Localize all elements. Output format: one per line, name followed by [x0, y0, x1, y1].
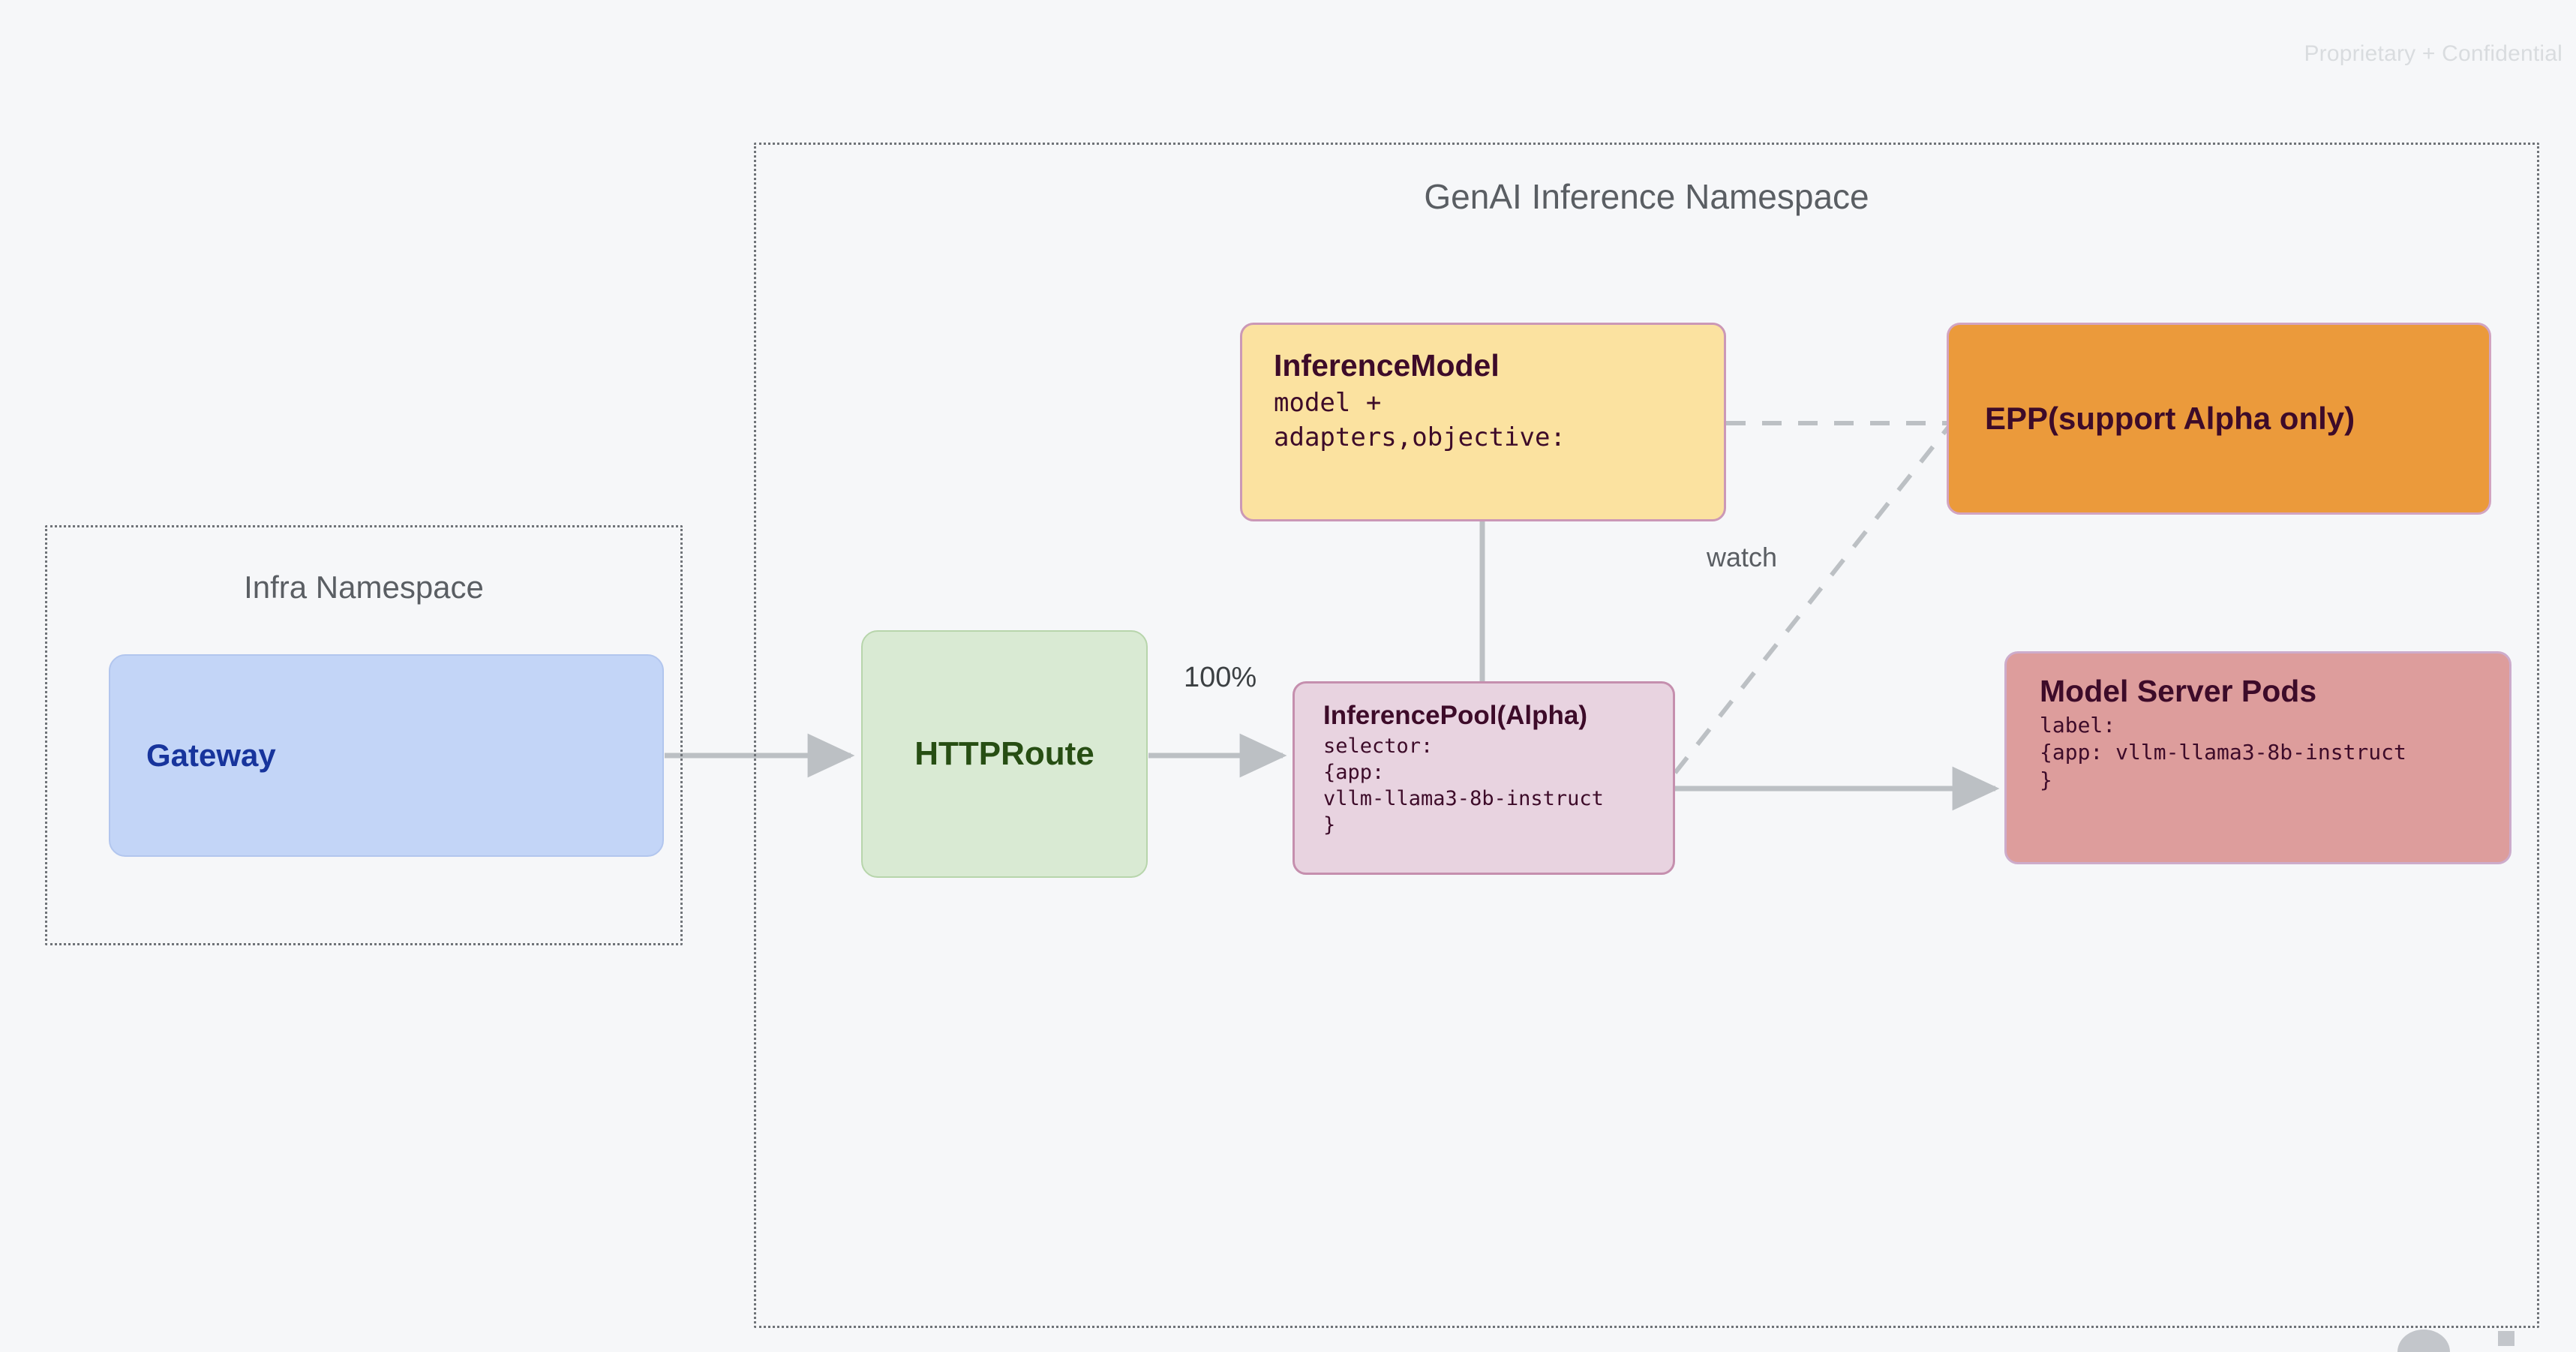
edge-label-traffic-weight: 100%	[1184, 662, 1257, 693]
edge-inferencepool-to-epp	[1673, 423, 1953, 774]
infra-namespace-container: Infra Namespace	[45, 525, 683, 945]
infra-namespace-title: Infra Namespace	[244, 569, 484, 605]
epp-label: EPP(support Alpha only)	[1985, 401, 2355, 436]
httproute-label: HTTPRoute	[914, 735, 1094, 772]
inferencepool-spec: selector: {app: vllm-llama3-8b-instruct …	[1323, 734, 1604, 837]
model-server-pods-label: Model Server Pods	[2040, 674, 2317, 708]
inferencepool-label: InferencePool(Alpha)	[1323, 701, 1587, 730]
node-epp[interactable]: EPP(support Alpha only)	[1947, 323, 2491, 515]
node-inferencepool[interactable]: InferencePool(Alpha) selector: {app: vll…	[1293, 681, 1675, 875]
genai-inference-namespace-container: GenAI Inference Namespace	[754, 143, 2539, 1328]
genai-namespace-title: GenAI Inference Namespace	[1424, 177, 1869, 216]
inferencemodel-label: InferenceModel	[1274, 348, 1500, 383]
node-inferencemodel[interactable]: InferenceModel model + adapters,objectiv…	[1240, 323, 1726, 521]
node-gateway[interactable]: Gateway	[109, 654, 664, 857]
bottom-clipped-logo-mark-icon	[2498, 1331, 2514, 1346]
edge-label-watch: watch	[1707, 542, 1778, 572]
node-model-server-pods[interactable]: Model Server Pods label: {app: vllm-llam…	[2004, 651, 2511, 864]
inferencemodel-spec: model + adapters,objective:	[1274, 387, 1566, 452]
confidentiality-watermark: Proprietary + Confidential	[2304, 41, 2562, 66]
gateway-label: Gateway	[146, 738, 276, 773]
node-httproute[interactable]: HTTPRoute	[861, 630, 1148, 878]
model-server-pods-spec: label: {app: vllm-llama3-8b-instruct }	[2040, 712, 2406, 792]
